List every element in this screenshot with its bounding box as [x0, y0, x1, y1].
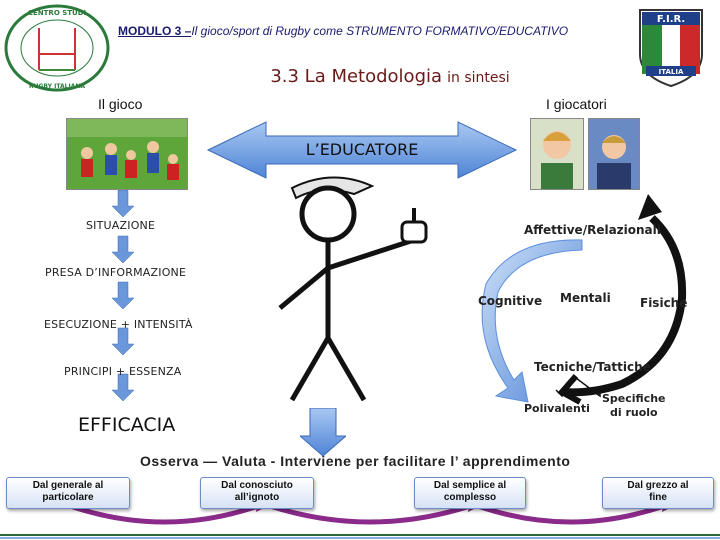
cycle-mentali: Mentali [560, 291, 611, 305]
subtitle-suffix: in sintesi [447, 70, 510, 86]
rugby-game-photo [66, 118, 188, 190]
step-presa-informazione: PRESA D’INFORMAZIONE [45, 266, 187, 279]
principle-2-line1: Dal conosciuto [221, 480, 293, 491]
educatore-label: L’EDUCATORE [305, 140, 419, 159]
i-giocatori-label: I giocatori [546, 96, 607, 112]
connecting-curves [0, 500, 720, 539]
svg-text:CENTRO STUDI: CENTRO STUDI [28, 9, 86, 17]
cycle-fisiche: Fisiche [640, 296, 688, 310]
fir-shield-logo: F.I.R. ITALIA [628, 6, 714, 88]
module-prefix: MODULO 3 – [118, 24, 192, 38]
central-down-arrow [300, 408, 346, 456]
player-photo-1 [530, 118, 584, 190]
principle-3-line2: complesso [443, 492, 497, 503]
principle-4-line2: fine [649, 492, 667, 503]
player-photo-2 [588, 118, 640, 190]
page-subtitle: 3.3 La Metodologia in sintesi [200, 66, 580, 87]
principle-box-generale-particolare: Dal generale al particolare [6, 477, 130, 509]
cycle-specifiche: Specifiche [602, 392, 666, 405]
module-title: MODULO 3 –Il gioco/sport di Rugby come S… [118, 24, 628, 38]
module-name: Il gioco/sport di Rugby come STRUMENTO F… [191, 24, 569, 38]
cycle-tecniche-tattiche: Tecniche/Tattiche [534, 360, 651, 374]
banner-osserva-valuta: Osserva — Valuta - Interviene per facili… [140, 453, 571, 469]
principle-1-line2: particolare [42, 492, 94, 503]
principle-4-line1: Dal grezzo al [627, 480, 689, 491]
il-gioco-label: Il gioco [98, 96, 143, 112]
cycle-polivalenti: Polivalenti [524, 402, 590, 415]
principle-1-line1: Dal generale al [32, 480, 104, 491]
cycle-affettive-relazionali: Affettive/Relazionali [524, 223, 661, 237]
svg-text:F.I.R.: F.I.R. [657, 14, 685, 25]
cycle-cognitive: Cognitive [478, 294, 543, 308]
competence-cycle-diagram [481, 194, 687, 405]
subtitle-main: 3.3 La Metodologia [270, 66, 443, 87]
centro-studi-logo: CENTRO STUDI RUGBY ITALIANA [4, 4, 110, 92]
principle-2-line2: all’ignoto [234, 492, 280, 503]
svg-text:RUGBY ITALIANA: RUGBY ITALIANA [29, 83, 85, 90]
cycle-di-ruolo: di ruolo [610, 406, 658, 419]
step-principi-essenza: PRINCIPI + ESSENZA [64, 365, 182, 378]
step-situazione: SITUAZIONE [86, 219, 156, 232]
process-arrows [112, 190, 134, 402]
efficacia-label: EFFICACIA [78, 414, 176, 436]
stick-figure-educator [278, 176, 428, 402]
educatore-double-arrow [206, 121, 518, 179]
principle-box-conosciuto-ignoto: Dal conosciuto all’ignoto [200, 477, 314, 509]
step-esecuzione-intensita: ESECUZIONE + INTENSITÀ [44, 318, 193, 331]
principle-box-semplice-complesso: Dal semplice al complesso [414, 477, 526, 509]
svg-text:ITALIA: ITALIA [659, 68, 684, 76]
principle-box-grezzo-fine: Dal grezzo al fine [602, 477, 714, 509]
principle-3-line1: Dal semplice al [433, 480, 507, 491]
